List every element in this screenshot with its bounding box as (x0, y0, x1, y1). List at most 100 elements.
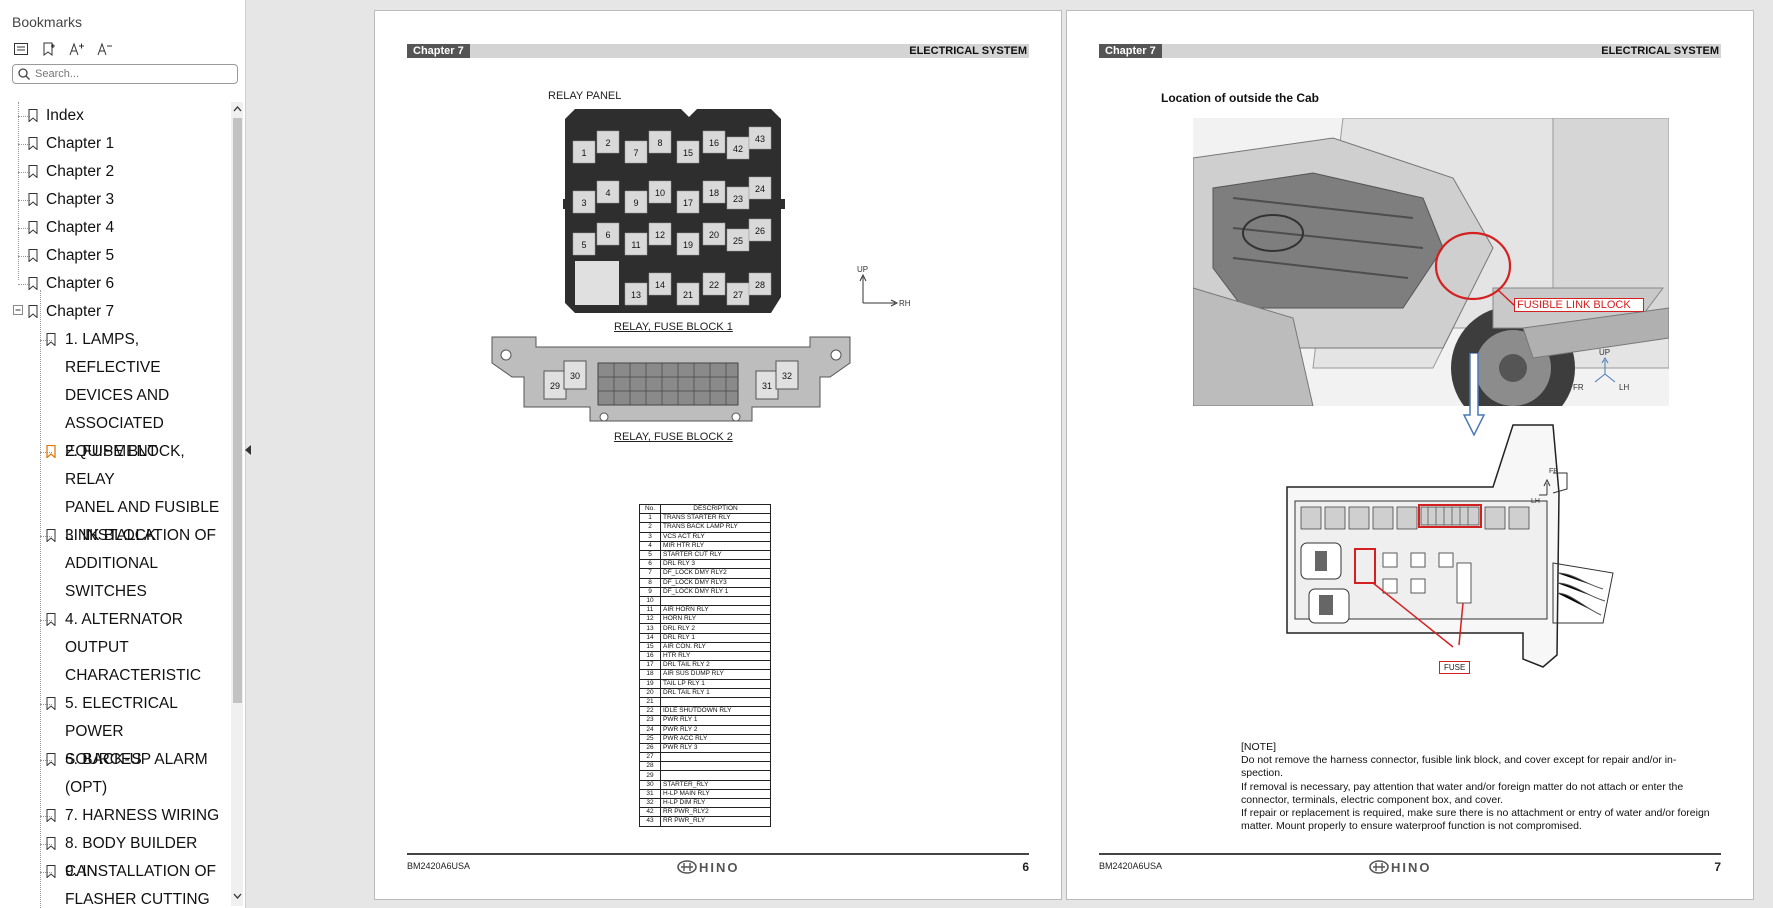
table-cell-no: 9 (639, 586, 661, 597)
table-header-description: DESCRIPTION (660, 503, 771, 515)
svg-text:FR: FR (1573, 383, 1584, 392)
bookmark-index[interactable]: Index (28, 102, 84, 130)
document-view: Chapter 7 ELECTRICAL SYSTEM RELAY PANEL (254, 0, 1773, 908)
collapse-panel-icon[interactable] (244, 445, 252, 455)
bookmark-chapter-1[interactable]: Chapter 1 (28, 130, 114, 158)
scroll-up-icon[interactable] (233, 105, 242, 112)
relay-number: 15 (683, 148, 693, 158)
table-cell-no: 13 (639, 623, 661, 634)
down-arrow-icon (1462, 353, 1486, 437)
bookmark-icon (46, 529, 56, 542)
table-cell-description: RR PWR_RLY (660, 816, 771, 827)
relay-number: 16 (709, 138, 719, 148)
bookmark-chapter-5[interactable]: Chapter 5 (28, 242, 114, 270)
table-cell-no: 20 (639, 687, 661, 698)
table-cell-no: 11 (639, 605, 661, 616)
note-line: If repair or replacement is required, ma… (1241, 807, 1710, 833)
bookmark-chapter-7[interactable]: Chapter 7 (28, 298, 114, 326)
svg-text:FR: FR (1549, 468, 1558, 475)
direction-up-fr-lh-icon: UP FR LH (1573, 348, 1629, 392)
bookmark-flasher-cutting[interactable]: 9. INSTALLATION OF FLASHER CUTTING (46, 858, 216, 908)
bookmark-lamps[interactable]: 1. LAMPS, REFLECTIVE DEVICES AND ASSOCIA… (46, 326, 228, 466)
relay-number: 28 (755, 280, 765, 290)
table-cell-no: 28 (639, 761, 661, 772)
table-cell-description: DRL RLY 3 (660, 559, 771, 570)
scroll-down-icon[interactable] (233, 893, 242, 900)
bookmark-chapter-2[interactable]: Chapter 2 (28, 158, 114, 186)
table-cell-no: 21 (639, 696, 661, 708)
page-footer: BM2420A6USA HINO 7 (1099, 853, 1721, 875)
bookmarks-search-input[interactable] (31, 68, 225, 80)
relay-number: 1 (581, 148, 586, 158)
bookmark-icon (28, 193, 38, 206)
bookmark-icon (46, 333, 56, 346)
table-cell-description: TRANS BACK LAMP RLY (660, 522, 771, 533)
table-cell-description (660, 761, 771, 772)
section-label: ELECTRICAL SYSTEM (909, 45, 1027, 57)
table-cell-description: DRL TAIL RLY 2 (660, 660, 771, 671)
block2-label: RELAY, FUSE BLOCK 2 (614, 431, 733, 443)
table-cell-description: DF_LOCK DMY RLY3 (660, 577, 771, 588)
search-icon (18, 68, 30, 80)
bookmarks-scrollbar[interactable] (231, 102, 243, 906)
bookmark-harness-wiring[interactable]: 7. HARNESS WIRING (46, 802, 219, 830)
relay-number: 31 (762, 381, 772, 391)
relay-number: 21 (683, 290, 693, 300)
bookmark-active-icon (46, 445, 56, 458)
bookmark-icon (28, 137, 38, 150)
table-cell-description: HTR RLY (660, 650, 771, 662)
bookmark-icon (46, 697, 56, 710)
table-cell-description: TAIL LP RLY 1 (660, 678, 771, 689)
decrease-text-size-icon[interactable] (94, 38, 116, 60)
svg-text:HINO: HINO (699, 860, 740, 875)
bookmark-icon (28, 165, 38, 178)
bookmark-alternator[interactable]: 4. ALTERNATOR OUTPUT CHARACTERISTIC (46, 606, 201, 690)
bookmark-backup-alarm[interactable]: 6. BACK-UP ALARM (OPT) (46, 746, 208, 802)
increase-text-size-icon[interactable] (66, 38, 88, 60)
bookmark-body-builder-can[interactable]: 8. BODY BUILDER CAN (46, 830, 228, 886)
relay-panel-diagram: 1 2 7 8 15 16 42 43 3 4 9 10 17 18 23 24… (563, 109, 785, 313)
list-options-icon[interactable] (10, 38, 32, 60)
bookmark-chapter-6[interactable]: Chapter 6 (28, 270, 114, 298)
fuse-label: FUSE (1439, 661, 1471, 674)
scrollbar-thumb[interactable] (233, 118, 242, 703)
note-line: If removal is necessary, pay attention t… (1241, 780, 1684, 806)
relay-number: 2 (605, 138, 610, 148)
table-cell-no: 25 (639, 733, 661, 744)
block1-label: RELAY, FUSE BLOCK 1 (614, 321, 733, 333)
table-cell-no: 27 (639, 752, 661, 763)
add-bookmark-icon[interactable] (38, 38, 60, 60)
bookmark-power-sources[interactable]: 5. ELECTRICAL POWER SOURCES (46, 690, 228, 774)
table-cell-no: 1 (639, 513, 661, 524)
relay-panel-label: RELAY PANEL (548, 90, 622, 102)
bookmark-additional-switches[interactable]: 3. INSTALLATION OF ADDITIONAL SWITCHES (46, 522, 216, 606)
relay-number: 8 (657, 138, 662, 148)
relay-number: 24 (755, 184, 765, 194)
collapse-chapter-7-icon[interactable] (13, 305, 23, 315)
bookmarks-search-box[interactable] (12, 64, 238, 84)
bookmark-icon (28, 221, 38, 234)
bookmark-fuse-block[interactable]: 2. FUSE BLOCK, RELAY PANEL AND FUSIBLE L… (46, 438, 228, 550)
table-cell-description: DRL TAIL RLY 1 (660, 687, 771, 698)
relay-number: 22 (709, 280, 719, 290)
document-code: BM2420A6USA (1099, 861, 1163, 871)
table-cell-no: 32 (639, 797, 661, 809)
relay-number: 5 (581, 240, 586, 250)
bookmark-chapter-4[interactable]: Chapter 4 (28, 214, 114, 242)
table-cell-no: 14 (639, 632, 661, 643)
fuse-block-2-diagram: 29 30 31 32 (491, 336, 851, 422)
table-row: 21 (639, 696, 771, 708)
table-cell-description: DRL RLY 1 (660, 632, 771, 643)
table-row: 28 (639, 761, 771, 772)
bookmark-chapter-3[interactable]: Chapter 3 (28, 186, 114, 214)
